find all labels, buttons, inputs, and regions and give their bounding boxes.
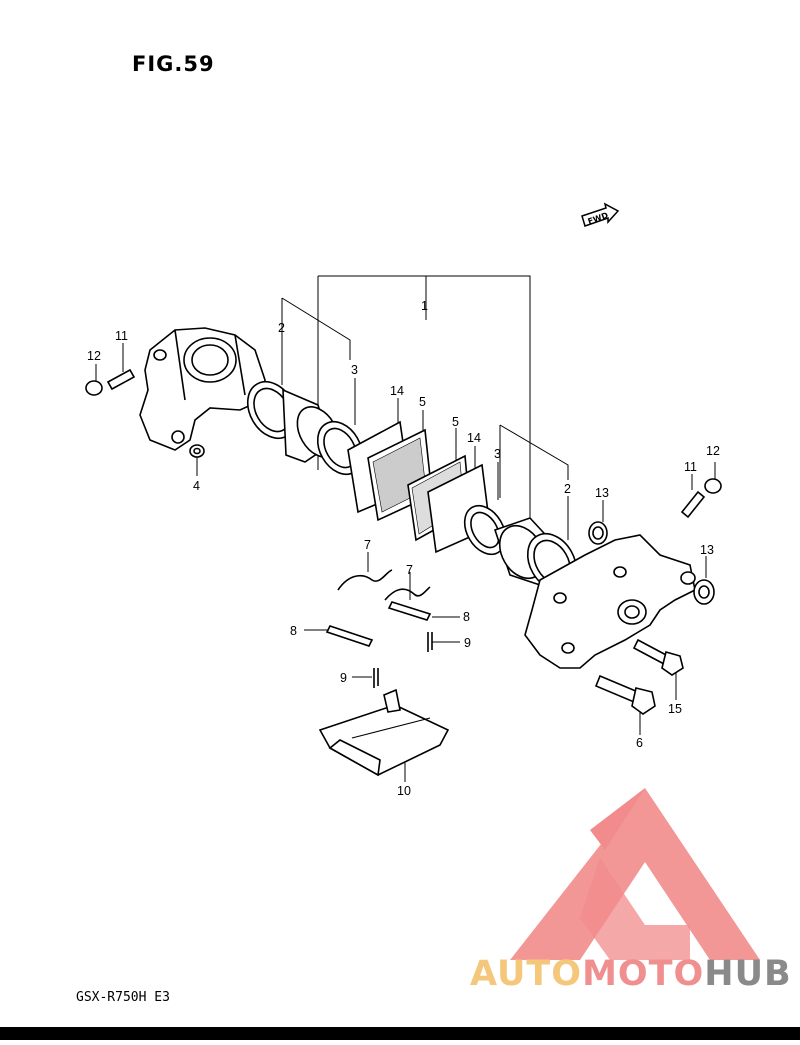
callout-7-right: 7 — [406, 563, 413, 577]
callout-13-upper: 13 — [595, 486, 609, 500]
callout-3-right: 3 — [494, 447, 501, 461]
callout-8-right: 8 — [463, 610, 470, 624]
callout-14-right: 14 — [467, 431, 481, 445]
bleeder-valve-right — [680, 478, 722, 519]
callout-6: 6 — [636, 736, 643, 750]
spring-7-left — [337, 569, 393, 591]
callout-4: 4 — [193, 479, 200, 493]
callout-5-right: 5 — [452, 415, 459, 429]
watermark-text-moto: MOTO — [582, 954, 705, 994]
callout-8-left: 8 — [290, 624, 297, 638]
callout-2-right: 2 — [564, 482, 571, 496]
caliper-half-right — [524, 534, 696, 669]
callout-10: 10 — [397, 784, 411, 798]
bottom-border — [0, 1027, 800, 1040]
callout-12-left: 12 — [87, 349, 101, 363]
callout-5-left: 5 — [419, 395, 426, 409]
figure-title: FIG.59 — [132, 52, 215, 76]
watermark-text: AUTOMOTOHUB — [470, 954, 792, 994]
pin-8-right — [387, 601, 432, 621]
callout-13-lower: 13 — [700, 543, 714, 557]
callout-7-left: 7 — [364, 538, 371, 552]
bolt-15 — [632, 638, 684, 676]
watermark-text-auto: AUTO — [470, 954, 583, 994]
bleeder-valve-left — [85, 368, 136, 396]
clip-9-upper — [427, 632, 433, 652]
dust-seal-right — [463, 504, 507, 556]
callout-11-left: 11 — [115, 329, 128, 343]
caliper-half-left — [139, 327, 266, 451]
callout-11-right: 11 — [684, 460, 697, 474]
callout-2-left: 2 — [278, 321, 285, 335]
pad-cover — [318, 688, 450, 777]
clip-9-lower — [373, 668, 379, 688]
pin-8-left — [325, 625, 374, 647]
leader-lines — [95, 336, 716, 782]
callout-labels: 1 2 3 14 5 5 14 3 2 12 11 4 12 11 13 13 … — [87, 299, 720, 798]
callout-9-lower: 9 — [340, 671, 347, 685]
callout-1: 1 — [421, 299, 428, 313]
callout-3-left: 3 — [351, 363, 358, 377]
model-code: GSX-R750H E3 — [76, 990, 170, 1005]
watermark-logo — [510, 788, 760, 960]
callout-12-right: 12 — [706, 444, 720, 458]
callout-14-left: 14 — [390, 384, 404, 398]
callout-15: 15 — [668, 702, 682, 716]
spring-7-right — [384, 586, 431, 601]
callout-9-upper: 9 — [464, 636, 471, 650]
bolt-6 — [594, 674, 656, 715]
watermark-text-hub: HUB — [704, 954, 792, 994]
forward-arrow-icon: FWD — [581, 202, 620, 227]
